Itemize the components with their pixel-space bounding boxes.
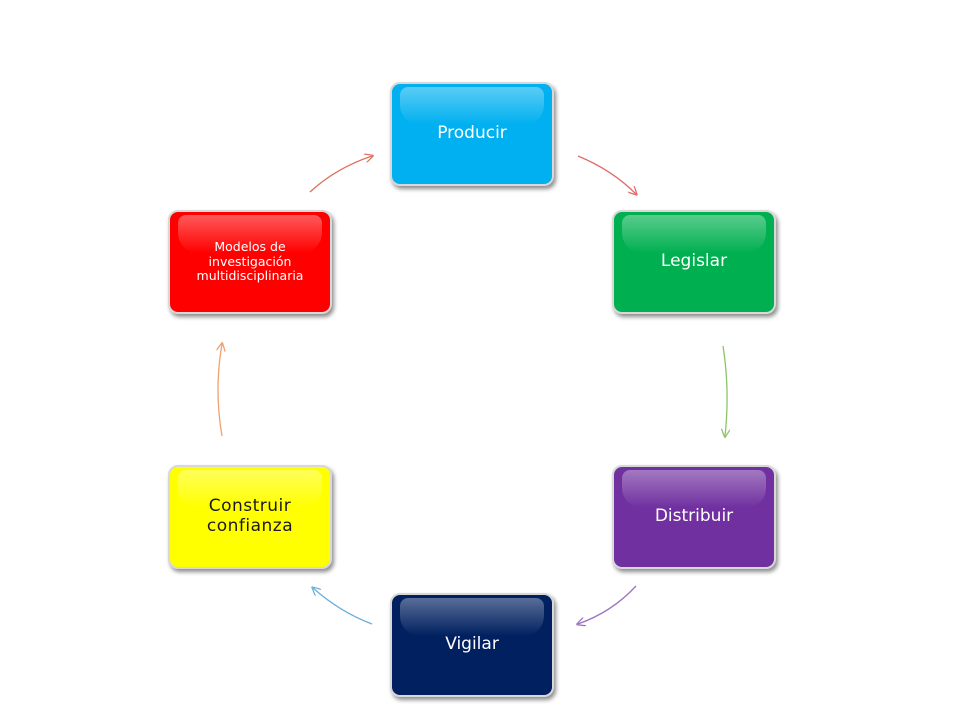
arrow-construir-to-modelos: [218, 344, 222, 437]
node-distribuir: Distribuir: [612, 465, 776, 569]
node-modelos-investigacion: Modelos de investigación multidisciplina…: [168, 210, 332, 314]
node-construir-confianza-label: Construir confianza: [206, 496, 294, 536]
arrow-legislar-to-distribuir: [723, 345, 727, 436]
arrow-modelos-to-producir: [309, 156, 372, 193]
node-modelos-investigacion-label: Modelos de investigación multidisciplina…: [196, 239, 304, 284]
node-vigilar: Vigilar: [390, 593, 554, 697]
node-vigilar-label: Vigilar: [445, 634, 499, 655]
arrow-producir-to-legislar: [577, 155, 636, 194]
node-distribuir-label: Distribuir: [654, 506, 734, 527]
arrow-vigilar-to-construir: [313, 588, 373, 625]
node-legislar: Legislar: [612, 210, 776, 314]
node-producir: Producir: [390, 82, 554, 186]
node-legislar-label: Legislar: [660, 251, 728, 272]
node-producir-label: Producir: [437, 123, 507, 144]
arrow-distribuir-to-vigilar: [578, 585, 637, 624]
node-construir-confianza: Construir confianza: [168, 465, 332, 569]
